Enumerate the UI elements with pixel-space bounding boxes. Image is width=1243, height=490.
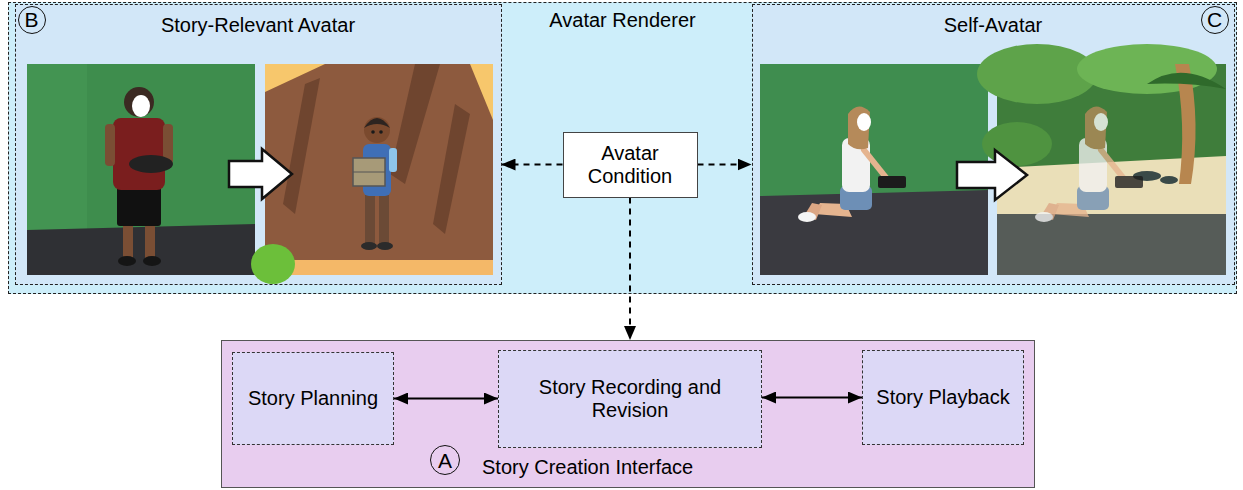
bush <box>251 244 295 284</box>
panel-letter: A <box>438 450 452 471</box>
shorts <box>117 184 161 226</box>
crate-slat <box>353 172 385 173</box>
panel-fill <box>752 4 1235 285</box>
composited-floor <box>997 214 1226 275</box>
backdrop-shade <box>27 64 87 230</box>
connector-arrow <box>762 397 862 399</box>
palm-leaf <box>1147 73 1226 89</box>
girl-figure <box>1035 106 1143 222</box>
connector-arrow <box>629 198 631 341</box>
cliff-streak <box>390 64 440 184</box>
interface-fill <box>221 340 1035 488</box>
jungle-scene <box>977 44 1226 275</box>
node-label: Story Playback <box>876 386 1009 409</box>
hair <box>124 87 154 117</box>
avatar-panel: Self-AvatarC <box>752 4 1235 285</box>
panel-letter: C <box>1207 9 1222 30</box>
renderer-band: Avatar RendererBStory-Relevant AvatarSel… <box>8 2 1237 294</box>
label-holder: Avatar Condition <box>564 142 697 188</box>
band-fill <box>8 2 1237 294</box>
leg <box>379 192 389 244</box>
cliff <box>265 64 493 275</box>
shirt <box>113 118 165 190</box>
transform-arrow <box>229 149 292 199</box>
transform-arrow <box>957 150 1027 200</box>
anonymized-face <box>132 95 150 117</box>
floor <box>27 224 255 275</box>
leg <box>145 224 155 258</box>
leg <box>365 192 375 244</box>
interface-panel: A Story Creation Interface Story Planning S… <box>221 340 1035 488</box>
foliage <box>982 122 1052 166</box>
arm <box>105 124 115 166</box>
connector-arrow <box>502 164 563 166</box>
process-box: Story Planning <box>232 352 394 445</box>
backdrop <box>27 64 255 275</box>
hair <box>364 118 390 128</box>
leg <box>123 224 133 258</box>
green-screen-photo <box>27 64 255 275</box>
label-holder: Story Recording and Revision <box>499 376 761 422</box>
panel-letter-circle: A <box>430 445 460 475</box>
cliff-streak <box>433 104 470 234</box>
backdrop <box>760 64 988 275</box>
foliage <box>1077 44 1217 94</box>
panel-letter-circle: B <box>18 6 46 34</box>
floor <box>760 190 988 275</box>
shoe <box>361 242 377 250</box>
node-label: Story Recording and Revision <box>507 376 753 422</box>
green-screen-photo <box>760 64 988 275</box>
panel-fill <box>15 4 502 285</box>
node-label: Story-Relevant Avatar <box>16 14 501 37</box>
label-holder: Story Playback <box>868 386 1017 409</box>
sand <box>265 260 493 275</box>
shoe <box>143 256 161 266</box>
panel-letter-circle: C <box>1201 6 1229 34</box>
arm <box>389 148 397 172</box>
eye <box>371 130 375 134</box>
controller <box>129 155 173 173</box>
panel-letter: B <box>24 9 38 30</box>
cliff-streak <box>283 78 320 214</box>
eye <box>379 130 383 134</box>
process-box: Story Recording and Revision <box>498 350 762 448</box>
node-label: Self-Avatar <box>753 14 1234 37</box>
label-holder: Self-Avatar <box>753 14 1234 37</box>
node-label: Avatar Condition <box>572 142 689 188</box>
girl-figure <box>798 106 906 222</box>
head <box>364 117 390 143</box>
sky <box>265 64 493 275</box>
avatar-panel: BStory-Relevant Avatar <box>15 4 502 285</box>
connector-arrow <box>698 164 752 166</box>
node-label: Story Creation Interface <box>482 456 693 479</box>
crate <box>353 158 385 186</box>
label-holder: Story Creation Interface <box>482 456 693 479</box>
process-box: Story Playback <box>862 350 1024 445</box>
shoe <box>118 256 136 266</box>
label-holder: Story-Relevant Avatar <box>16 14 501 37</box>
condition-box: Avatar Condition <box>563 132 698 198</box>
rock <box>1160 176 1178 184</box>
shoe <box>377 242 393 250</box>
node-label: Story Planning <box>248 387 378 410</box>
label-holder: Story Planning <box>240 387 386 410</box>
connector-arrow <box>394 398 498 400</box>
